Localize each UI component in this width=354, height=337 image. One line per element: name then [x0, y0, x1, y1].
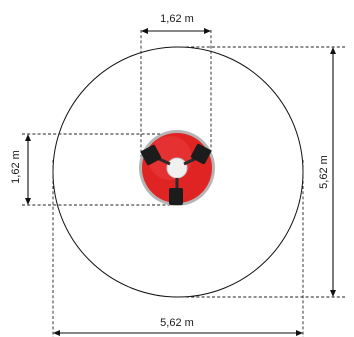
dimension-arrow-bottom — [53, 330, 303, 336]
dimension-label-top: 1,62 m — [160, 13, 194, 25]
device-hub — [166, 157, 188, 179]
robot-device — [139, 130, 215, 206]
arm-bottom — [169, 178, 183, 205]
arm-right — [183, 143, 212, 166]
dimension-label-bottom: 5,62 m — [160, 317, 194, 329]
wheel-left — [140, 144, 162, 166]
extension-lines — [22, 30, 345, 337]
dimension-arrow-right — [330, 47, 336, 297]
dimension-label-right: 5,62 m — [318, 155, 330, 189]
arm-left — [140, 144, 171, 166]
wheel-bottom — [169, 188, 183, 205]
dimension-arrow-left — [25, 134, 31, 205]
wheel-right — [190, 143, 212, 165]
dimension-label-left: 1,62 m — [10, 150, 22, 184]
dimension-arrow-top — [141, 28, 211, 34]
